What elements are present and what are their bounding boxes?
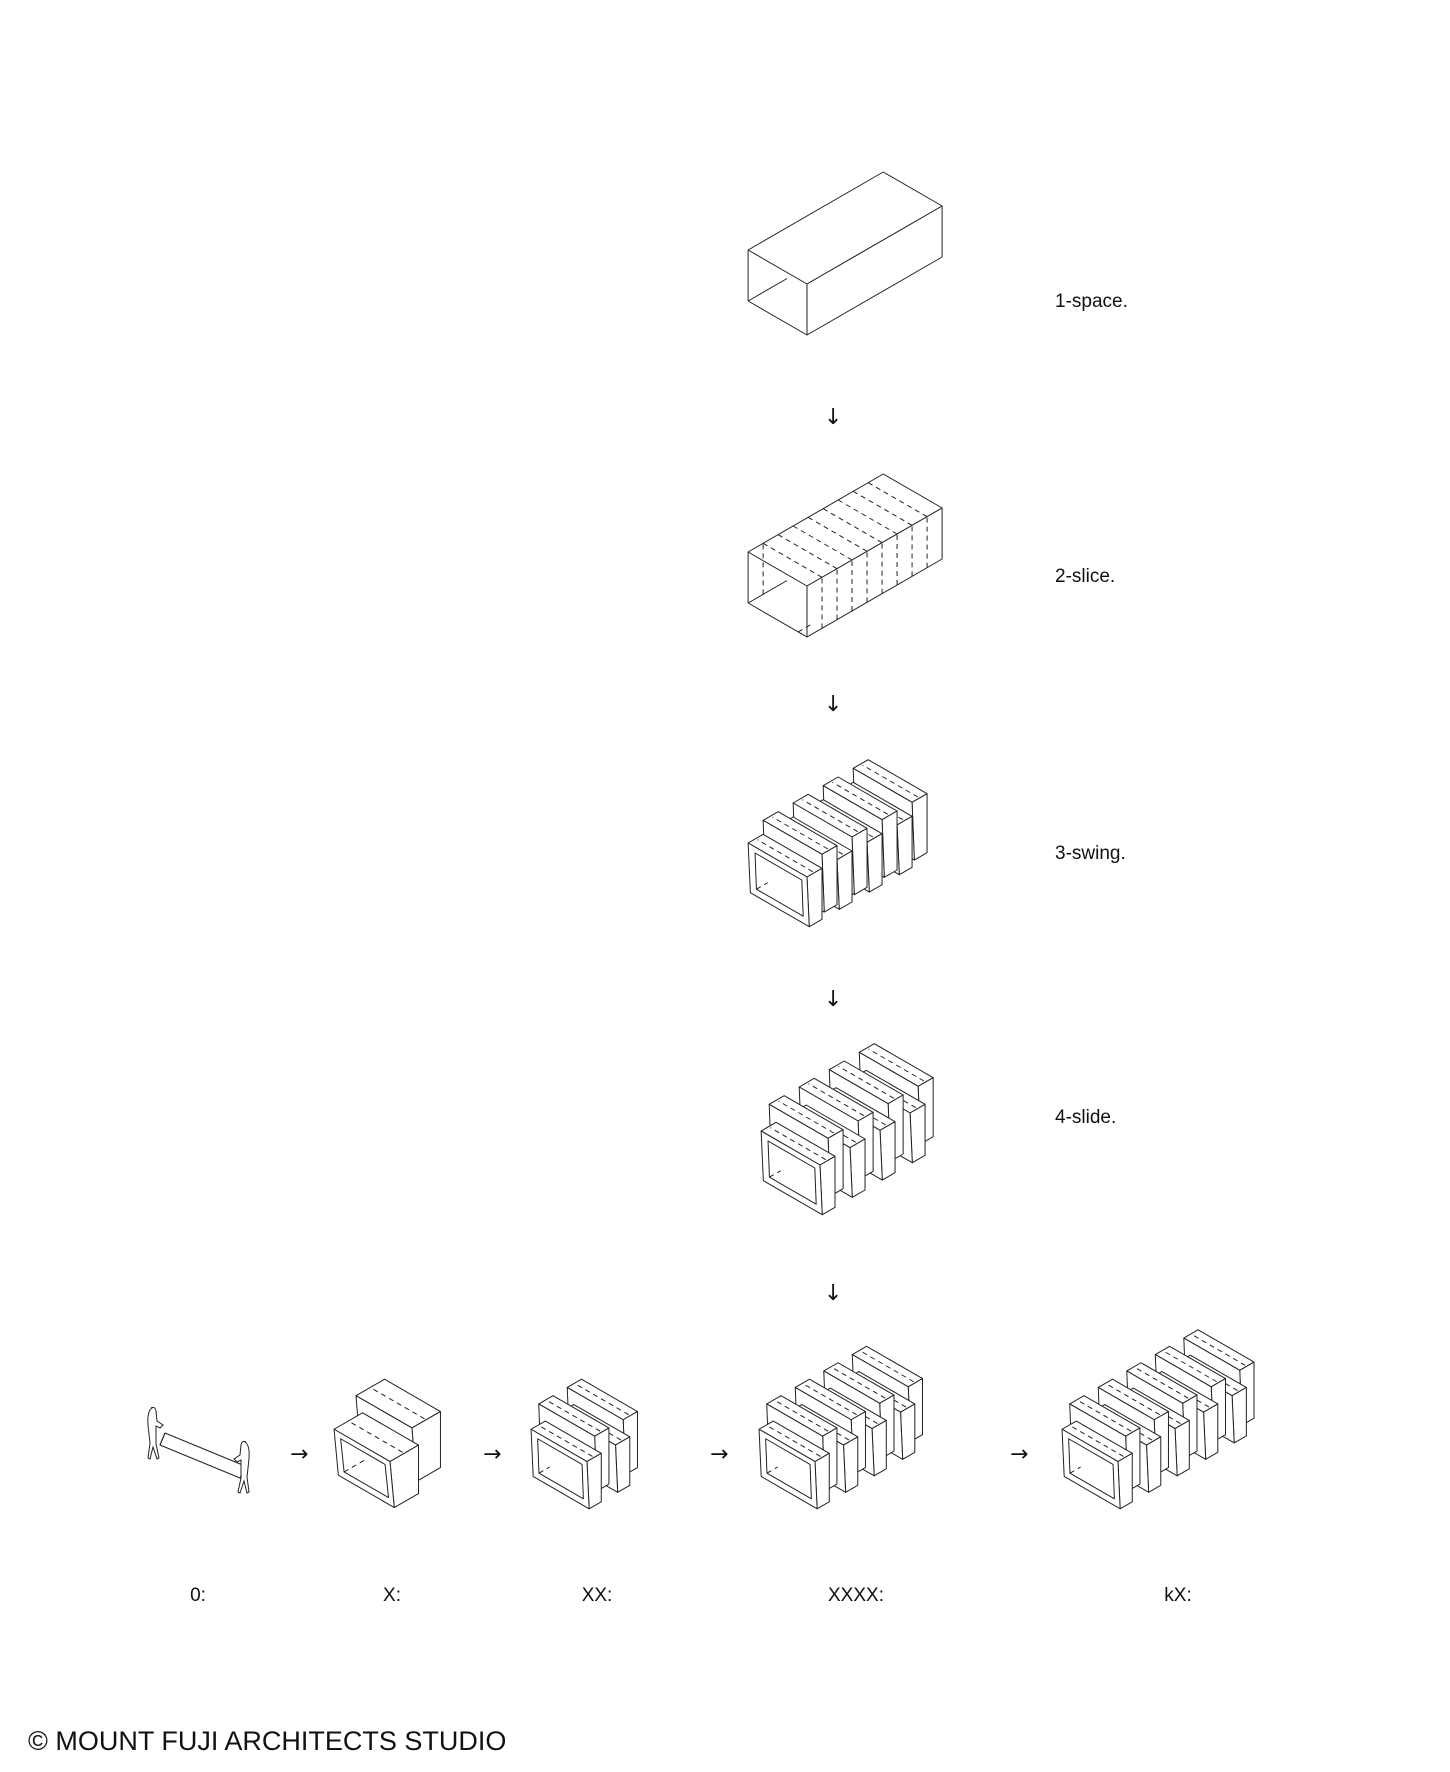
frame-segment xyxy=(530,1420,602,1510)
sequence-diagram-0 xyxy=(147,1406,250,1494)
right-arrow-icon: → xyxy=(290,1442,308,1467)
step-diagram-slice xyxy=(747,473,943,638)
frame-segment xyxy=(333,1412,420,1509)
step-diagram-swing xyxy=(747,759,928,928)
right-arrow-icon: → xyxy=(1010,1442,1028,1467)
frame-segment xyxy=(758,1420,830,1510)
person-icon xyxy=(233,1440,250,1494)
down-arrow-icon: ↓ xyxy=(824,692,842,717)
down-arrow-icon: ↓ xyxy=(824,987,842,1012)
step-label-slice: 2-slice. xyxy=(1055,566,1115,587)
shapes-layer xyxy=(147,171,1255,1510)
sequence-diagram-3 xyxy=(758,1345,923,1510)
step-label-swing: 3-swing. xyxy=(1055,843,1126,864)
sequence-diagram-2 xyxy=(530,1378,638,1510)
sequence-label-xxxx: XXXX: xyxy=(828,1585,884,1606)
step-diagram-space xyxy=(747,171,943,336)
sequence-label-x: X: xyxy=(383,1585,401,1606)
sequence-diagram-1 xyxy=(333,1378,441,1509)
sequence-label-xx: XX: xyxy=(582,1585,613,1606)
down-arrow-icon: ↓ xyxy=(824,1281,842,1306)
right-arrow-icon: → xyxy=(710,1442,728,1467)
sequence-label-kx: kX: xyxy=(1164,1585,1191,1606)
frame-segment xyxy=(747,833,823,928)
person-icon xyxy=(147,1406,164,1460)
step-label-slide: 4-slide. xyxy=(1055,1107,1116,1128)
sequence-label-0: 0: xyxy=(190,1585,206,1606)
down-arrow-icon: ↓ xyxy=(824,405,842,430)
sequence-diagram-4 xyxy=(1061,1329,1255,1510)
step-label-space: 1-space. xyxy=(1055,291,1128,312)
frame-segment xyxy=(760,1121,836,1216)
frame-segment xyxy=(1061,1420,1133,1510)
step-diagram-slide xyxy=(760,1043,934,1216)
right-arrow-icon: → xyxy=(483,1442,501,1467)
carried-frame xyxy=(159,1432,246,1479)
copyright-notice: © MOUNT FUJI ARCHITECTS STUDIO xyxy=(28,1726,507,1756)
